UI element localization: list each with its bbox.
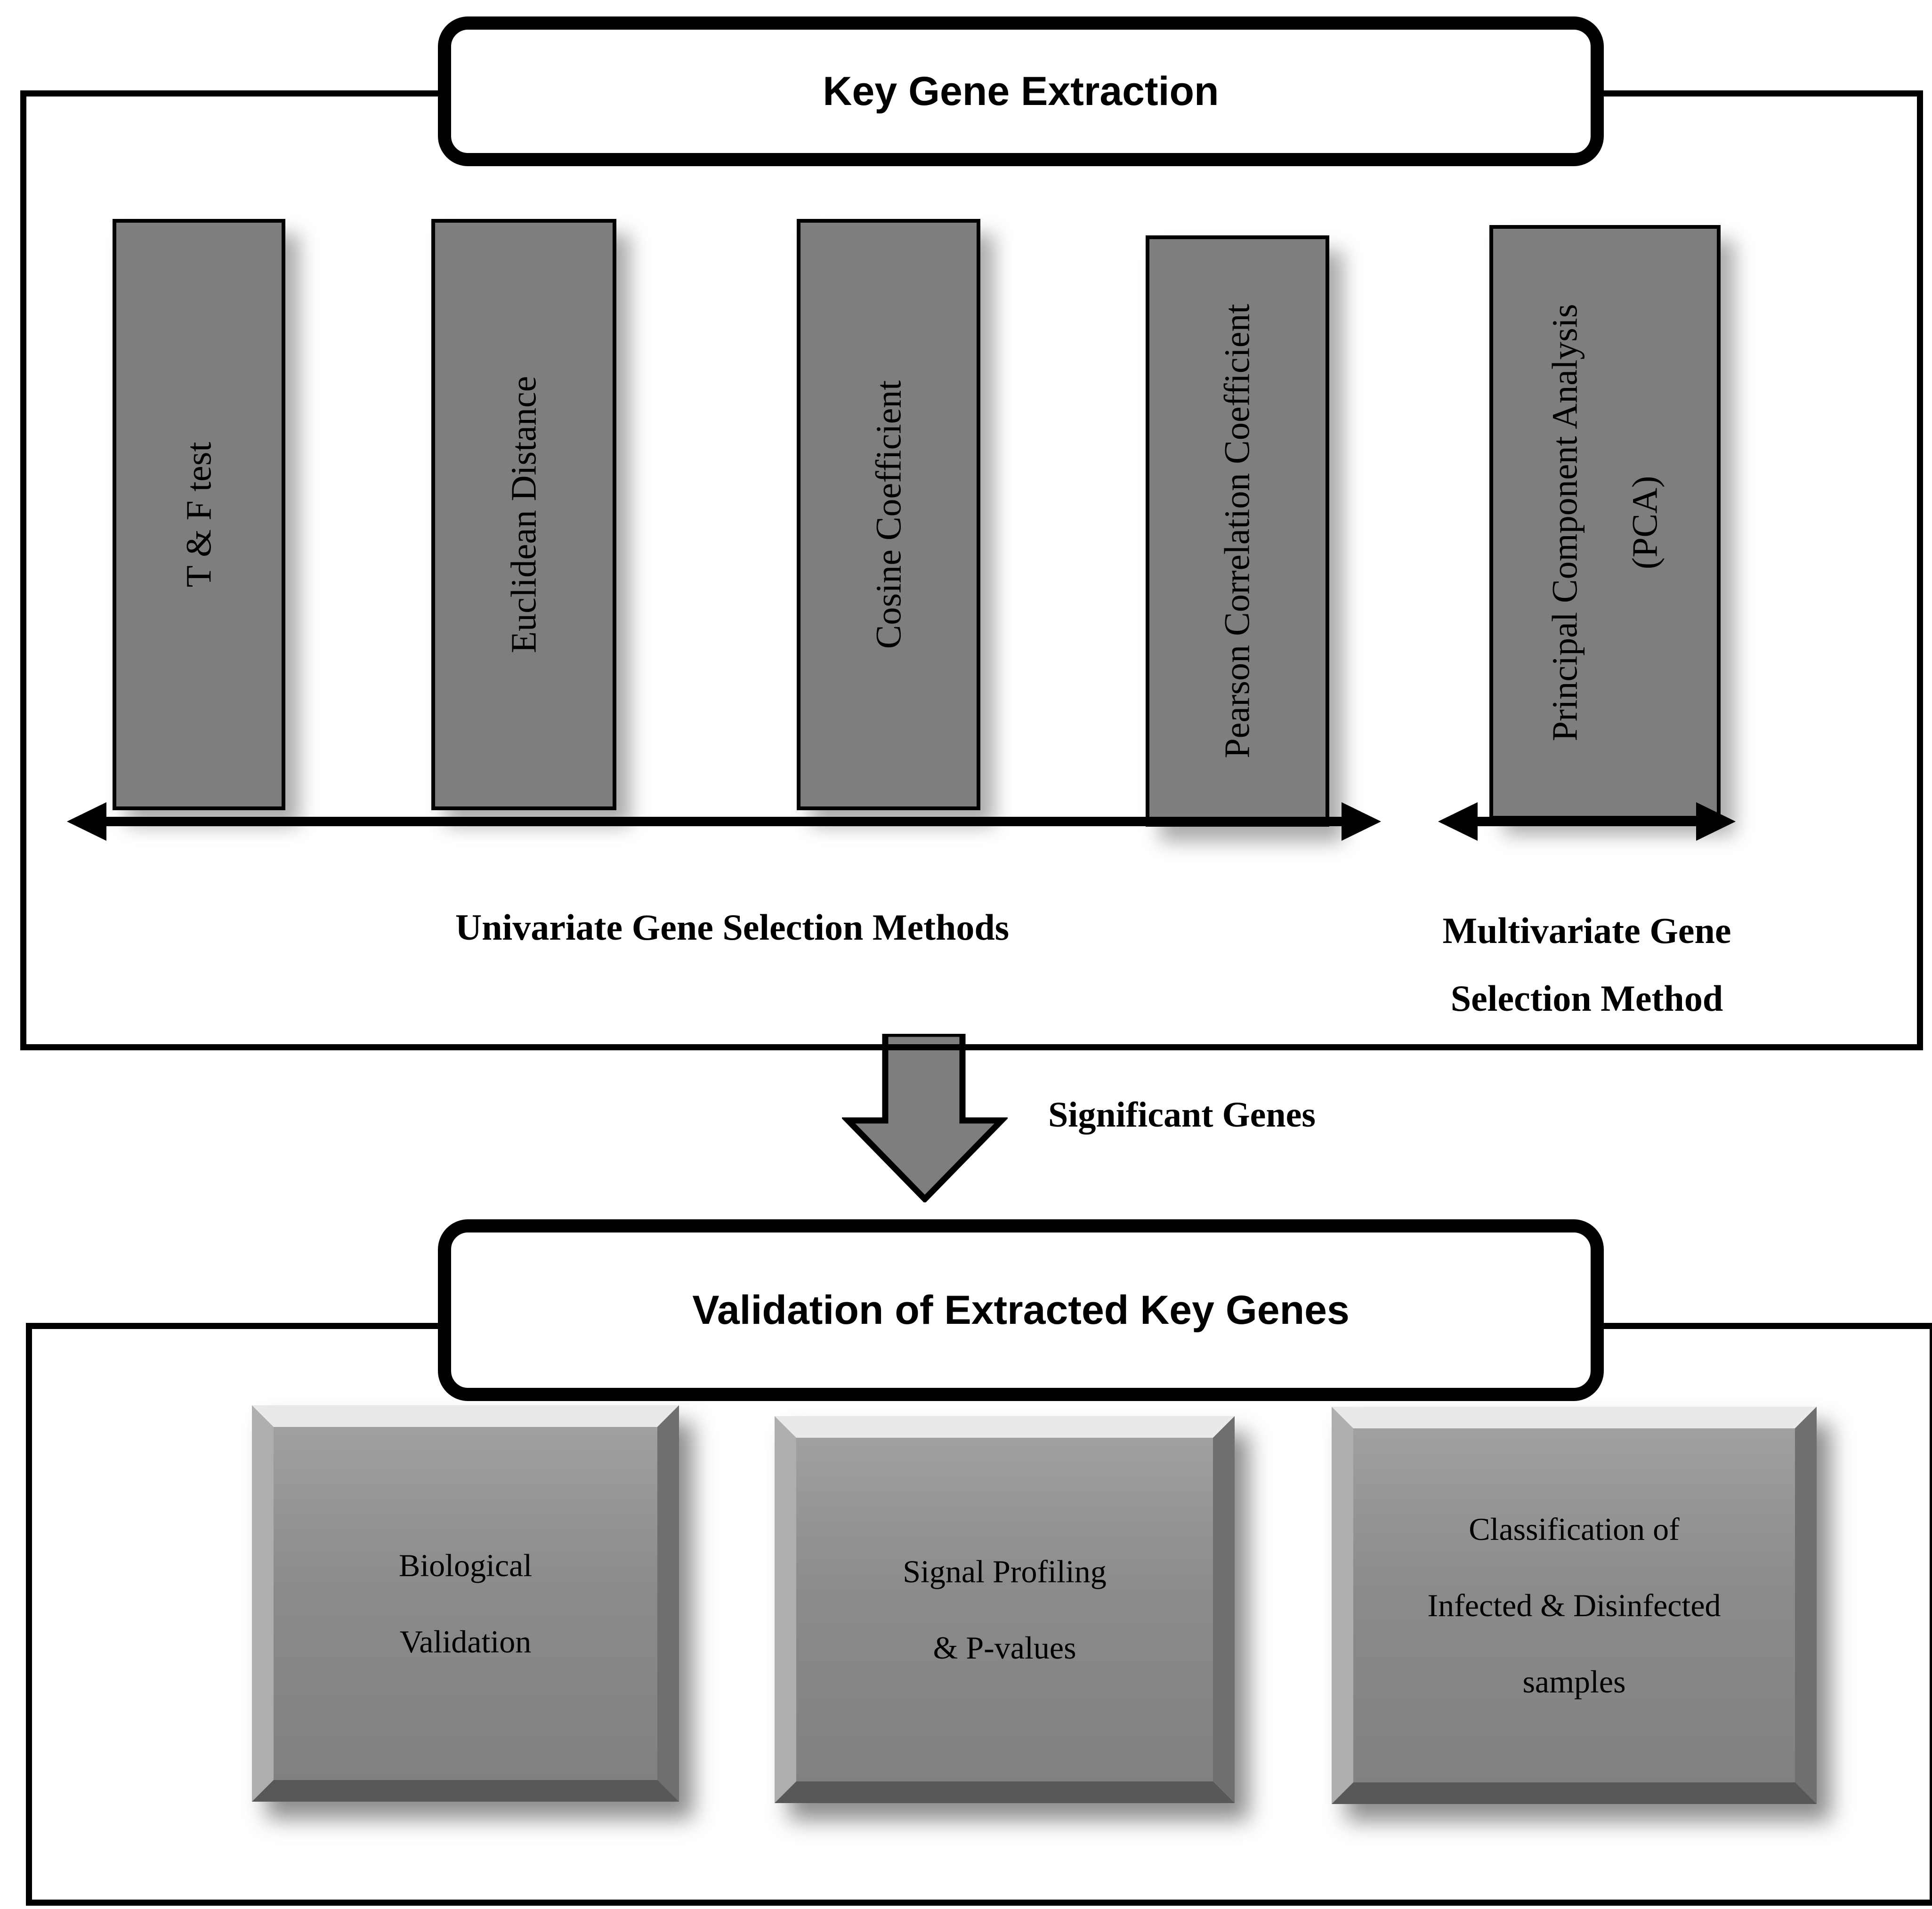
validation-title: Validation of Extracted Key Genes xyxy=(692,1287,1350,1333)
validation-box-classification: Classification of Infected & Disinfected… xyxy=(1332,1407,1817,1804)
univariate-methods-arrow-icon xyxy=(67,802,1381,841)
validation-box-line: Signal Profiling xyxy=(903,1554,1107,1589)
validation-box-text: Signal Profiling & P-values xyxy=(903,1533,1107,1686)
method-bar-euclidean-distance: Euclidean Distance xyxy=(431,219,616,810)
key-gene-extraction-title: Key Gene Extraction xyxy=(823,68,1219,114)
multivariate-method-label-line1: Multivariate Gene xyxy=(1442,910,1731,951)
validation-box-line: Biological xyxy=(398,1547,533,1583)
key-gene-extraction-panel xyxy=(20,90,1923,1050)
validation-box-line: samples xyxy=(1522,1664,1626,1700)
validation-box-line: Classification of xyxy=(1469,1511,1680,1547)
method-bar-t-and-f-test: T & F test xyxy=(113,219,285,810)
validation-box-text: Classification of Infected & Disinfected… xyxy=(1427,1491,1721,1720)
validation-box-line: Infected & Disinfected xyxy=(1427,1587,1721,1623)
univariate-methods-label: Univariate Gene Selection Methods xyxy=(455,907,1010,948)
significant-genes-arrow-icon xyxy=(842,1034,1008,1202)
multivariate-method-label-line2: Selection Method xyxy=(1450,978,1723,1019)
validation-box-line: & P-values xyxy=(933,1630,1076,1666)
method-bar-pearson-correlation: Pearson Correlation Coefficient xyxy=(1146,235,1329,827)
method-bar-cosine-coefficient: Cosine Coefficient xyxy=(797,219,980,810)
validation-box-signal-profiling: Signal Profiling & P-values xyxy=(775,1416,1235,1803)
validation-title-box: Validation of Extracted Key Genes xyxy=(438,1219,1604,1401)
multivariate-method-arrow-icon xyxy=(1438,802,1736,841)
multivariate-method-label: Multivariate Gene Selection Method xyxy=(1410,897,1763,1032)
method-bar-pca: Principal Component Analysis (PCA) xyxy=(1489,225,1721,820)
significant-genes-label: Significant Genes xyxy=(1048,1095,1316,1135)
validation-box-text: Biological Validation xyxy=(399,1527,532,1680)
validation-box-line: Validation xyxy=(399,1624,532,1659)
validation-box-biological: Biological Validation xyxy=(252,1405,679,1802)
key-gene-extraction-title-box: Key Gene Extraction xyxy=(438,16,1604,166)
